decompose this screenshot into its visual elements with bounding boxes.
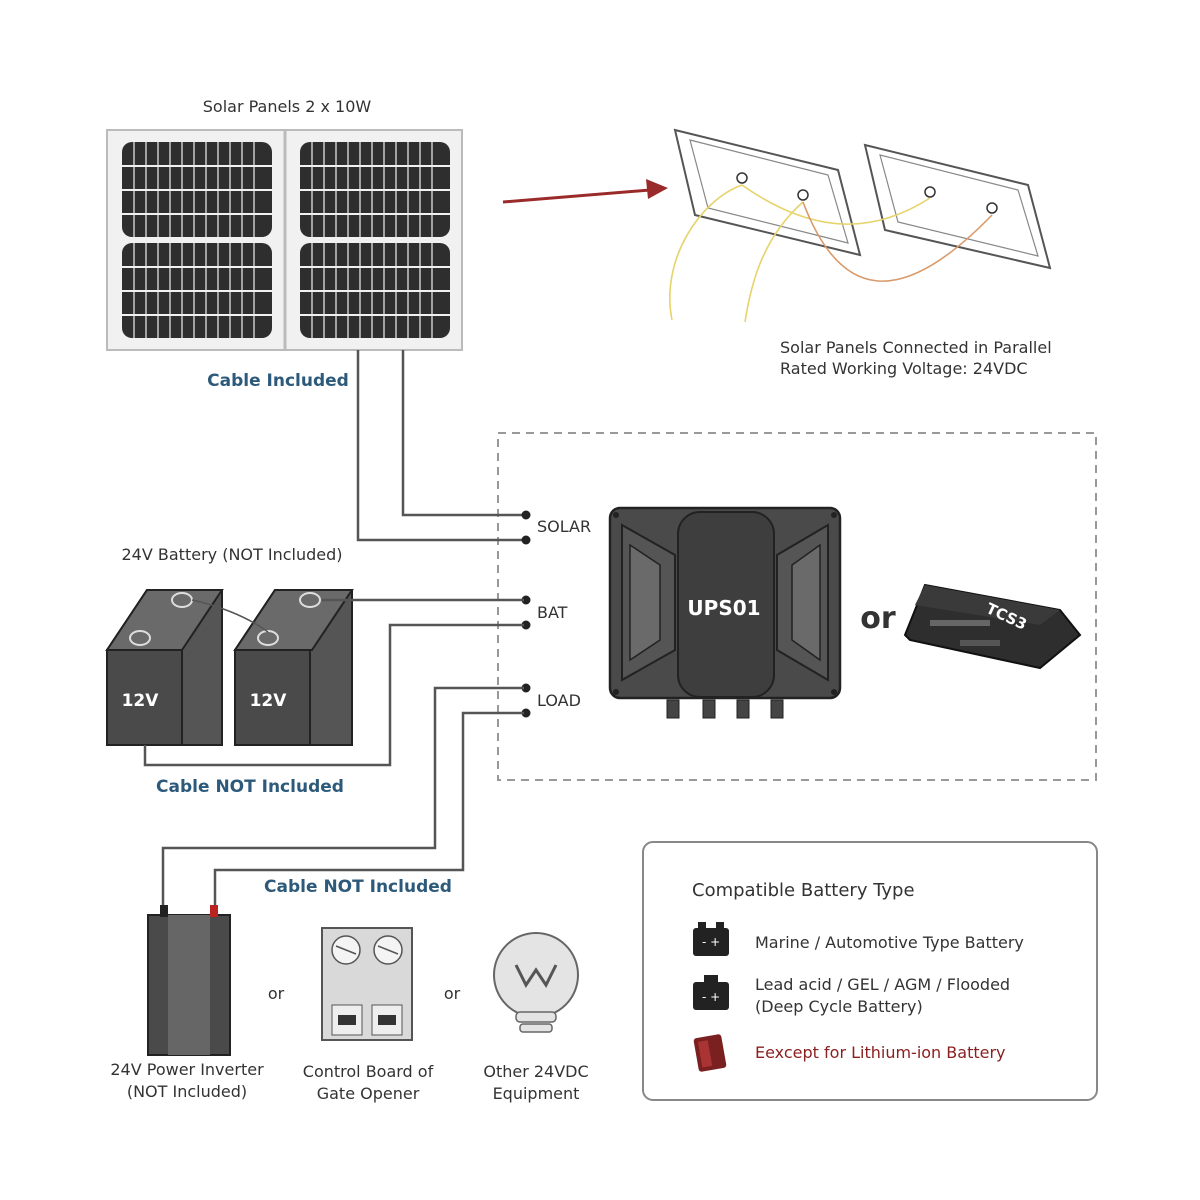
terminal-solar-label: SOLAR [537,517,591,536]
compat-item-marine: Marine / Automotive Type Battery [755,933,1024,952]
inverter-caption-line1: 24V Power Inverter [110,1060,264,1079]
compatible-battery-panel [642,841,1098,1101]
battery-jumper [191,599,269,633]
battery-left-voltage: 12V [122,691,160,711]
gate-caption-line1: Control Board of [303,1062,434,1081]
load-wire-positive [213,711,524,905]
car-battery-icon: - + [693,922,729,956]
other-caption-line1: Other 24VDC [483,1062,588,1081]
arrow-right-icon [502,179,668,204]
compat-title: Compatible Battery Type [692,880,915,901]
load-wire-negative [161,686,524,905]
load-cable-label: Cable NOT Included [264,877,452,897]
gate-opener-board [321,927,413,1041]
other-caption-line2: Equipment [493,1084,580,1103]
solar-wire-positive [401,350,524,517]
svg-text:- +: - + [702,935,720,949]
battery-title: 24V Battery (NOT Included) [122,545,343,564]
terminal-dots [521,510,531,718]
battery-right [233,589,354,746]
lithium-battery-icon [693,1034,727,1072]
ups01-label: UPS01 [687,596,760,620]
compat-item-lead-acid-line2: (Deep Cycle Battery) [755,997,923,1016]
battery-right-voltage: 12V [250,691,288,711]
gate-caption-line2: Gate Opener [317,1084,420,1103]
parallel-caption-line1: Solar Panels Connected in Parallel [780,338,1052,357]
terminal-bat-label: BAT [537,603,568,622]
solar-cable-label: Cable Included [207,371,349,391]
tilted-panel-left [673,128,862,257]
solar-wire-negative [356,350,524,542]
svg-text:- +: - + [702,990,720,1004]
power-inverter [147,905,231,1056]
load-or-2: or [444,984,461,1003]
bat-wire-positive [143,623,524,767]
solar-panel-pair [106,129,463,351]
tilted-panel-right [863,143,1052,270]
controller-or-label: or [860,601,896,636]
ups01-controller [608,506,842,719]
terminal-load-label: LOAD [537,691,581,710]
parallel-panels-illustration [669,128,1052,323]
deep-cycle-battery-icon: - + [693,975,729,1010]
battery-left [105,589,224,746]
load-or-1: or [268,984,285,1003]
parallel-caption-line2: Rated Working Voltage: 24VDC [780,359,1028,378]
inverter-caption-line2: (NOT Included) [127,1082,247,1101]
compat-item-lithium-exception: Eexcept for Lithium-ion Battery [755,1043,1006,1062]
light-bulb-icon [493,932,579,1033]
tcs3-controller [903,583,1082,670]
battery-cable-label: Cable NOT Included [156,777,344,797]
compat-item-lead-acid-line1: Lead acid / GEL / AGM / Flooded [755,975,1010,994]
solar-panels-title: Solar Panels 2 x 10W [203,97,372,116]
controller-dashed-box [497,432,1097,781]
